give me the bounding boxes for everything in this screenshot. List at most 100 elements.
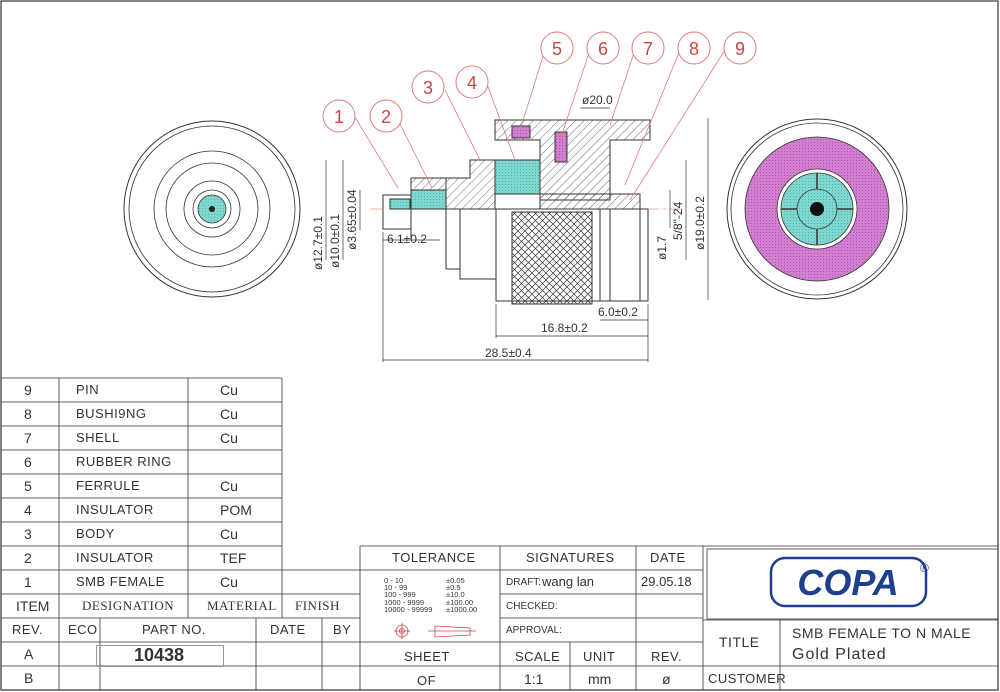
part-number: 10438 <box>133 645 185 665</box>
tolerance-signatures-grid <box>360 545 704 690</box>
right-end-view <box>726 118 908 300</box>
parts-row-material: TEF <box>220 550 247 566</box>
parts-row-material: Cu <box>220 382 238 398</box>
balloon-3: 3 <box>423 78 433 98</box>
approval-label: APPROVAL: <box>506 625 562 636</box>
tolerance-values: ±0.05 ±0.5 ±10.0 ±100.00 ±1000.00 <box>446 576 477 614</box>
parts-row-item: 7 <box>24 430 32 446</box>
dim-d365: ø3.65±0.04 <box>345 189 359 250</box>
parts-row-item: 1 <box>24 574 32 590</box>
parts-header-designation: DESIGNATION <box>82 598 175 613</box>
balloon-9: 9 <box>735 39 745 59</box>
scale-label: SCALE <box>515 649 561 664</box>
tolerance-value-0: ±0.05 <box>446 576 465 585</box>
parts-row-designation: INSULATOR <box>76 550 154 565</box>
draft-name: wang lan <box>542 574 595 589</box>
balloon-4: 4 <box>467 73 477 93</box>
parts-row-material: Cu <box>220 574 238 590</box>
unit-label: UNIT <box>583 649 616 664</box>
balloon-labels: 1 2 3 4 5 6 7 8 9 <box>334 39 745 127</box>
rev-value: ø <box>662 671 671 687</box>
parts-row-designation: BODY <box>76 526 115 541</box>
parts-list-grid <box>1 377 361 690</box>
section-view <box>370 119 680 305</box>
parts-row-material: Cu <box>220 478 238 494</box>
sheet-of-label: OF <box>417 673 437 688</box>
title-block-grid <box>703 545 999 690</box>
parts-row-designation: FERRULE <box>76 478 141 493</box>
balloon-1: 1 <box>334 107 344 127</box>
balloon-leaders <box>352 49 726 201</box>
dimension-texts: ø20.0 ø12.7±0.1 ø10.0±0.1 ø3.65±0.04 6.1… <box>311 93 707 360</box>
title-line-1: SMB FEMALE TO N MALE <box>792 625 972 641</box>
parts-row-item: 4 <box>24 502 32 518</box>
parts-row-designation: SMB FEMALE <box>76 574 165 589</box>
rev-header-eco: ECO <box>68 622 98 637</box>
parts-header-material: MATERIAL <box>207 598 277 613</box>
tolerance-range-3: 1000 - 9999 <box>384 597 425 607</box>
dim-thread: 5/8"-24 <box>671 201 685 240</box>
tolerance-value-2: ±10.0 <box>446 590 465 600</box>
parts-row-item: 2 <box>24 550 32 566</box>
parts-row-item: 6 <box>24 454 32 470</box>
rev-header-rev: REV. <box>12 622 44 637</box>
left-end-view <box>123 120 301 298</box>
copa-logo: COPA ® <box>769 556 929 608</box>
tolerance-value-3: ±100.00 <box>446 597 474 607</box>
rev-header-date: DATE <box>270 622 306 637</box>
sheet-label: SHEET <box>404 649 450 664</box>
draft-date: 29.05.18 <box>641 574 692 589</box>
balloons <box>322 31 757 133</box>
parts-row-material: Cu <box>220 526 238 542</box>
tolerance-range-0: 0 - 10 <box>384 576 404 585</box>
parts-row-item: 3 <box>24 526 32 542</box>
customer-label: CUSTOMER <box>708 671 787 686</box>
scale-value: 1:1 <box>524 671 544 687</box>
dim-len168: 16.8±0.2 <box>541 321 588 335</box>
balloon-7: 7 <box>643 39 653 59</box>
signatures-label: SIGNATURES <box>526 550 615 565</box>
balloon-6: 6 <box>598 39 608 59</box>
projection-symbol-icon <box>394 623 476 639</box>
dimension-lines <box>325 107 709 362</box>
dim-len61: 6.1±0.2 <box>387 232 427 246</box>
balloon-8: 8 <box>689 39 699 59</box>
title-line-2: Gold Plated <box>792 646 887 663</box>
tolerance-range-4: 10000 - 99999 <box>384 604 433 614</box>
parts-row-designation: SHELL <box>76 430 120 445</box>
title-label: TITLE <box>719 634 760 650</box>
parts-header-item: ITEM <box>16 598 50 614</box>
parts-row-item: 9 <box>24 382 32 398</box>
parts-row-designation: PIN <box>76 382 100 397</box>
rev-label: REV. <box>651 649 683 664</box>
parts-header-finish: FINISH <box>295 598 340 613</box>
part-number-box <box>96 645 224 667</box>
dim-d127: ø12.7±0.1 <box>311 216 325 270</box>
logo-text: COPA <box>797 562 898 603</box>
tolerance-range-2: 100 - 999 <box>384 590 416 600</box>
tolerance-range-1: 10 - 99 <box>384 583 408 593</box>
signatures-date-label: DATE <box>650 550 686 565</box>
tolerance-value-1: ±0.5 <box>446 583 461 593</box>
parts-row-material: POM <box>220 502 252 518</box>
dim-d20: ø20.0 <box>582 93 613 107</box>
rev-header-part-no: PART NO. <box>142 622 206 637</box>
logo-registered-mark: ® <box>920 561 929 575</box>
tolerance-ranges: 0 - 10 10 - 99 100 - 999 1000 - 9999 100… <box>384 576 433 614</box>
dim-d17: ø1.7 <box>655 236 669 260</box>
balloon-5: 5 <box>552 39 562 59</box>
rev-header-by: BY <box>333 622 352 637</box>
balloon-2: 2 <box>381 107 391 127</box>
dim-d19: ø19.0±0.2 <box>693 196 707 250</box>
dim-len6: 6.0±0.2 <box>598 305 638 319</box>
checked-label: CHECKED: <box>506 601 558 612</box>
parts-row-material: Cu <box>220 406 238 422</box>
parts-row-designation: BUSHI9NG <box>76 406 147 421</box>
rev-row-a: A <box>24 646 34 662</box>
parts-row-item: 5 <box>24 478 32 494</box>
rev-row-b: B <box>24 670 34 686</box>
parts-row-designation: RUBBER RING <box>76 454 172 469</box>
parts-row-material: Cu <box>220 430 238 446</box>
parts-row-designation: INSULATOR <box>76 502 154 517</box>
